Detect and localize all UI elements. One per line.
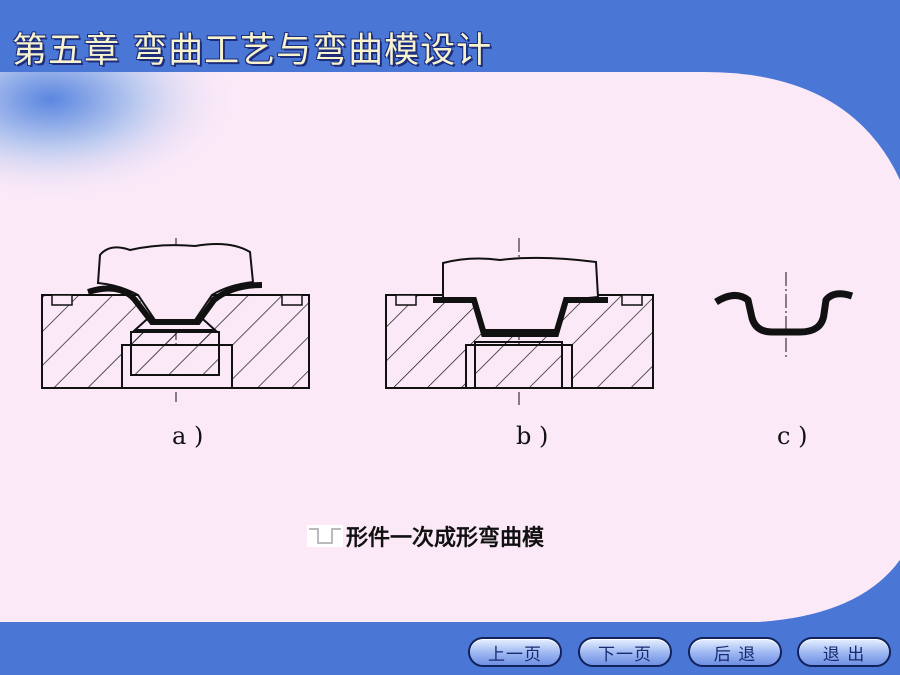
prev-page-button[interactable]: 上一页 (468, 637, 562, 667)
figure-a-label: a ) (172, 422, 204, 450)
channel-shape-icon (307, 525, 343, 547)
part-figure-c (714, 272, 854, 360)
exit-button[interactable]: 退 出 (797, 637, 891, 667)
next-page-button[interactable]: 下一页 (578, 637, 672, 667)
die-figure-a (41, 238, 310, 402)
figure-caption: 形件一次成形弯曲模 (307, 520, 544, 552)
caption-text: 形件一次成形弯曲模 (346, 526, 545, 551)
slide-title: 第五章 弯曲工艺与弯曲模设计 (12, 31, 493, 71)
figure-c-label: c ) (777, 422, 808, 450)
figure-b-label: b ) (516, 422, 549, 450)
die-figure-b (385, 238, 654, 405)
back-button[interactable]: 后 退 (688, 637, 782, 667)
